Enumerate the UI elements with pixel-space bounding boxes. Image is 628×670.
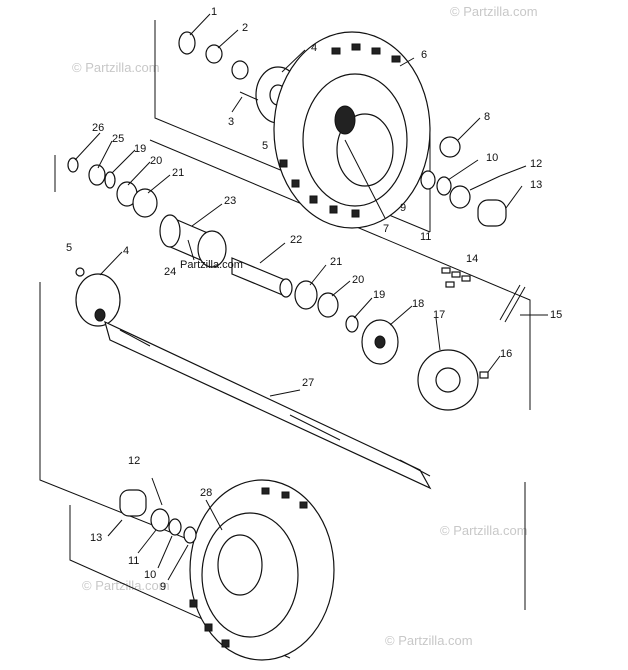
part-14-bolts — [441, 267, 471, 288]
callout-9b: 9 — [160, 581, 166, 593]
callout-14: 14 — [466, 253, 478, 265]
part-19-o-ring — [104, 171, 116, 189]
tread-pattern — [279, 43, 401, 218]
callout-25: 25 — [112, 133, 124, 145]
callout-15: 15 — [550, 309, 562, 321]
part-26-snap-ring — [67, 157, 79, 173]
callout-12: 12 — [530, 158, 542, 170]
watermark: © Partzilla.com — [440, 523, 528, 538]
callout-21b: 21 — [330, 256, 342, 268]
callout-8: 8 — [484, 111, 490, 123]
spline-marks — [119, 329, 431, 477]
callout-11b: 11 — [128, 555, 139, 567]
callout-10b: 10 — [144, 569, 156, 581]
part-11-nut — [150, 508, 170, 532]
watermark-center: Partzilla.com — [180, 259, 243, 271]
part-19-o-ring — [345, 315, 359, 333]
callout-5b: 5 — [66, 242, 72, 254]
part-21-bearing — [132, 188, 158, 218]
part-25-seal — [88, 164, 106, 186]
callout-9: 9 — [400, 202, 406, 214]
part-10-washer — [168, 518, 182, 536]
callout-20: 20 — [150, 155, 162, 167]
callout-13: 13 — [530, 179, 542, 191]
part-1-cap — [178, 31, 196, 55]
watermark: © Partzilla.com — [82, 578, 170, 593]
part-12-cotter-pin — [469, 175, 501, 191]
callout-26: 26 — [92, 122, 104, 134]
part-12-cotter-pin — [151, 477, 163, 506]
callout-labels: 1 2 3 4 5 6 7 8 9 10 11 12 13 26 25 19 2… — [66, 6, 562, 593]
sprocket-center — [435, 367, 461, 393]
part-8-nut — [439, 136, 461, 158]
spacer-end — [279, 278, 293, 298]
callout-12b: 12 — [128, 455, 140, 467]
axle-shaft-assembly — [75, 267, 526, 490]
part-4-hub — [75, 273, 121, 327]
callout-2: 2 — [242, 22, 248, 34]
callout-19: 19 — [134, 143, 146, 155]
callout-21: 21 — [172, 167, 184, 179]
part-13-cap — [119, 489, 147, 517]
callout-4b: 4 — [123, 245, 129, 257]
part-2-nut — [205, 44, 223, 64]
rim — [217, 534, 263, 596]
callout-5: 5 — [262, 140, 268, 152]
callout-10: 10 — [486, 152, 498, 164]
callout-11: 11 — [420, 231, 431, 243]
callout-22: 22 — [290, 234, 302, 246]
part-16-nut — [479, 371, 489, 379]
callout-13b: 13 — [90, 532, 102, 544]
callout-27: 27 — [302, 377, 314, 389]
axle-bearing-assembly — [67, 157, 359, 333]
tread-pattern — [189, 487, 308, 648]
carrier-end — [197, 230, 227, 268]
callout-20b: 20 — [352, 274, 364, 286]
hub-bore — [374, 335, 386, 349]
part-21-bearing — [294, 280, 318, 310]
hub-bore — [334, 105, 356, 135]
part-11-nut — [449, 185, 471, 209]
callout-4: 4 — [311, 42, 317, 54]
part-10-washer — [436, 176, 452, 196]
watermark: © Partzilla.com — [72, 60, 160, 75]
callout-18: 18 — [412, 298, 424, 310]
hub-bore — [94, 308, 106, 322]
callout-24: 24 — [164, 266, 176, 278]
callout-23: 23 — [224, 195, 236, 207]
watermark: © Partzilla.com — [450, 4, 538, 19]
watermark: © Partzilla.com — [385, 633, 473, 648]
callout-3: 3 — [228, 116, 234, 128]
callout-1: 1 — [211, 6, 217, 18]
part-9-washer — [183, 526, 197, 544]
callout-19b: 19 — [373, 289, 385, 301]
part-9-washer — [420, 170, 436, 190]
part-15-chain — [499, 284, 521, 321]
callout-16: 16 — [500, 348, 512, 360]
chain-edge — [504, 286, 526, 323]
part-5-nut — [75, 267, 85, 277]
part-27-axle-shaft — [104, 320, 432, 490]
rim — [336, 113, 394, 187]
carrier-end — [159, 214, 181, 248]
part-20-seal — [317, 292, 339, 318]
callout-28: 28 — [200, 487, 212, 499]
callout-7: 7 — [383, 223, 389, 235]
callout-6: 6 — [421, 49, 427, 61]
part-13-cap — [477, 199, 507, 227]
part-2-nut — [231, 60, 249, 80]
callout-17: 17 — [433, 309, 445, 321]
bottom-wheel-assembly — [119, 477, 335, 661]
part-3-bolt — [239, 91, 259, 101]
top-wheel-assembly — [178, 31, 507, 229]
leader-lines — [74, 13, 548, 581]
